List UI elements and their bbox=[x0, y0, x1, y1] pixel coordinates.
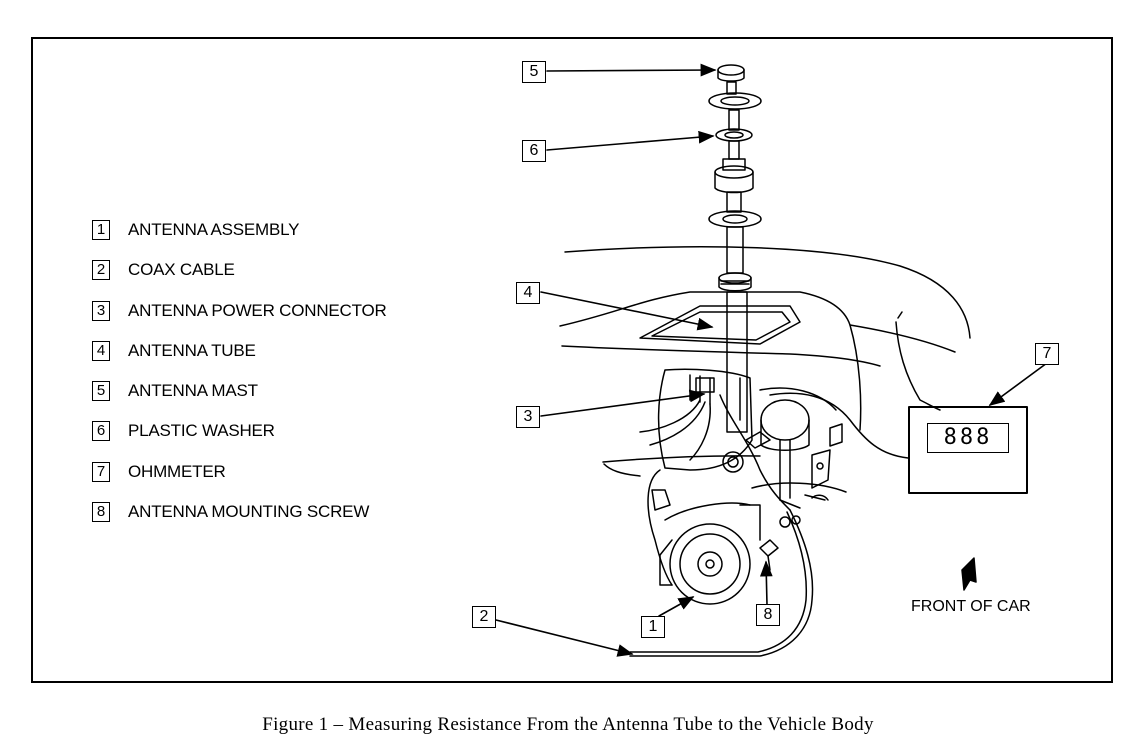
front-of-car-label: FRONT OF CAR bbox=[911, 598, 1031, 615]
legend-number: 2 bbox=[92, 260, 110, 281]
legend-label: ANTENNA TUBE bbox=[128, 340, 256, 360]
legend-item: 6 PLASTIC WASHER bbox=[92, 419, 387, 443]
leader-line-5 bbox=[546, 63, 717, 77]
callout-5: 5 bbox=[522, 61, 546, 83]
legend-item: 2 COAX CABLE bbox=[92, 258, 387, 282]
legend-item: 8 ANTENNA MOUNTING SCREW bbox=[92, 500, 387, 524]
callout-6: 6 bbox=[522, 140, 546, 162]
figure-caption: Figure 1 – Measuring Resistance From the… bbox=[262, 714, 874, 735]
wires bbox=[629, 311, 941, 657]
legend-number: 5 bbox=[92, 381, 110, 402]
legend-list: 1 ANTENNA ASSEMBLY 2 COAX CABLE 3 ANTENNA P… bbox=[92, 218, 387, 540]
callout-1: 1 bbox=[641, 616, 665, 638]
callout-3: 3 bbox=[516, 406, 540, 428]
legend-number: 6 bbox=[92, 421, 110, 442]
legend-label: ANTENNA POWER CONNECTOR bbox=[128, 300, 387, 320]
callout-4: 4 bbox=[516, 282, 540, 304]
legend-label: ANTENNA MAST bbox=[128, 381, 258, 401]
legend-item: 7 OHMMETER bbox=[92, 460, 387, 484]
ohmmeter-box bbox=[908, 406, 1028, 494]
leader-line-4 bbox=[540, 291, 714, 331]
ohmmeter-display: 888 bbox=[927, 423, 1009, 453]
legend-number: 1 bbox=[92, 220, 110, 240]
leader-line-3 bbox=[540, 389, 706, 417]
callout-2: 2 bbox=[472, 606, 496, 628]
legend-item: 1 ANTENNA ASSEMBLY bbox=[92, 218, 387, 242]
legend-item: 3 ANTENNA POWER CONNECTOR bbox=[92, 299, 387, 323]
leader-line-7 bbox=[988, 362, 1048, 406]
leader-lines bbox=[495, 63, 1048, 657]
legend-number: 4 bbox=[92, 340, 110, 361]
antenna-assembly-drawing bbox=[647, 368, 843, 605]
antenna-mast-stack bbox=[708, 64, 762, 433]
legend-item: 4 ANTENNA TUBE bbox=[92, 339, 387, 363]
legend-label: ANTENNA MOUNTING SCREW bbox=[128, 502, 370, 522]
front-arrow-icon bbox=[961, 557, 977, 591]
leader-line-6 bbox=[546, 130, 715, 151]
legend-label: PLASTIC WASHER bbox=[128, 421, 275, 441]
figure-frame bbox=[31, 37, 1113, 683]
leader-line-2 bbox=[495, 619, 634, 657]
callout-8: 8 bbox=[756, 604, 780, 626]
legend-label: ANTENNA ASSEMBLY bbox=[128, 220, 300, 239]
callout-7: 7 bbox=[1035, 343, 1059, 365]
legend-number: 8 bbox=[92, 502, 110, 523]
leader-line-8 bbox=[759, 560, 773, 606]
legend-number: 7 bbox=[92, 461, 110, 482]
legend-label: COAX CABLE bbox=[128, 260, 235, 280]
legend-number: 3 bbox=[92, 300, 110, 321]
leader-line-1 bbox=[658, 596, 695, 617]
car-body bbox=[559, 245, 971, 493]
legend-item: 5 ANTENNA MAST bbox=[92, 379, 387, 403]
legend-label: OHMMETER bbox=[128, 461, 226, 481]
